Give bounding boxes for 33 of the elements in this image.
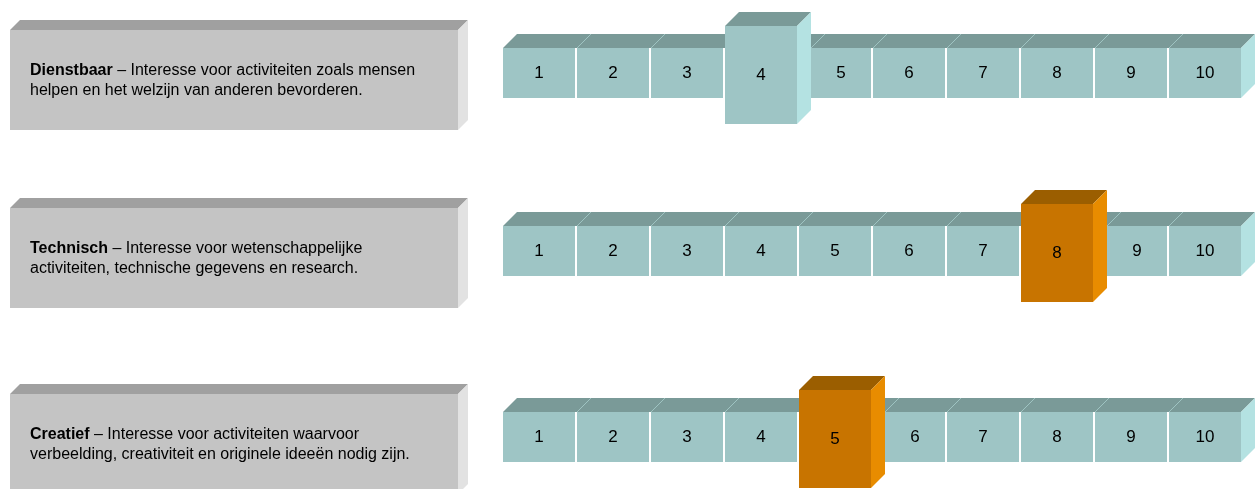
description-text: Dienstbaar – Interesse voor activiteiten zoals mensen helpen en het welzijn van anderen bevorderen. bbox=[30, 60, 417, 100]
scale-number: 4 bbox=[756, 65, 766, 85]
scale-number: 4 bbox=[756, 241, 766, 261]
scale-number: 8 bbox=[1052, 427, 1062, 447]
scale-number: 6 bbox=[904, 241, 914, 261]
scale-number: 9 bbox=[1126, 427, 1136, 447]
scale-number: 4 bbox=[756, 427, 766, 447]
scale-number: 10 bbox=[1195, 63, 1215, 83]
scale-number: 6 bbox=[910, 427, 920, 447]
scale-number: 7 bbox=[978, 241, 988, 261]
scale-number: 9 bbox=[1126, 63, 1136, 83]
scale-number: 1 bbox=[534, 241, 544, 261]
scale-number: 2 bbox=[608, 241, 618, 261]
scale-number: 2 bbox=[608, 63, 618, 83]
scale-number: 3 bbox=[682, 241, 692, 261]
description-text: Creatief – Interesse voor activiteiten waarvoor verbeelding, creativiteit en originele ideeën nodig zijn. bbox=[30, 424, 411, 464]
scale-number: 3 bbox=[682, 427, 692, 447]
scale-number: 5 bbox=[830, 241, 840, 261]
scale-number: 5 bbox=[836, 63, 846, 83]
scale-number: 8 bbox=[1052, 243, 1062, 263]
scale-number: 3 bbox=[682, 63, 692, 83]
scale-number: 10 bbox=[1195, 241, 1215, 261]
scale-number: 1 bbox=[534, 63, 544, 83]
scale-number: 5 bbox=[830, 429, 840, 449]
scale-number: 10 bbox=[1195, 427, 1215, 447]
scale-number: 8 bbox=[1052, 63, 1062, 83]
scale-number: 2 bbox=[608, 427, 618, 447]
scale-number: 9 bbox=[1132, 241, 1142, 261]
scale-number: 1 bbox=[534, 427, 544, 447]
scale-number: 7 bbox=[978, 63, 988, 83]
description-text: Technisch – Interesse voor wetenschappelijke activiteiten, technische gegevens en research. bbox=[30, 238, 364, 278]
scale-number: 6 bbox=[904, 63, 914, 83]
scale-number: 7 bbox=[978, 427, 988, 447]
